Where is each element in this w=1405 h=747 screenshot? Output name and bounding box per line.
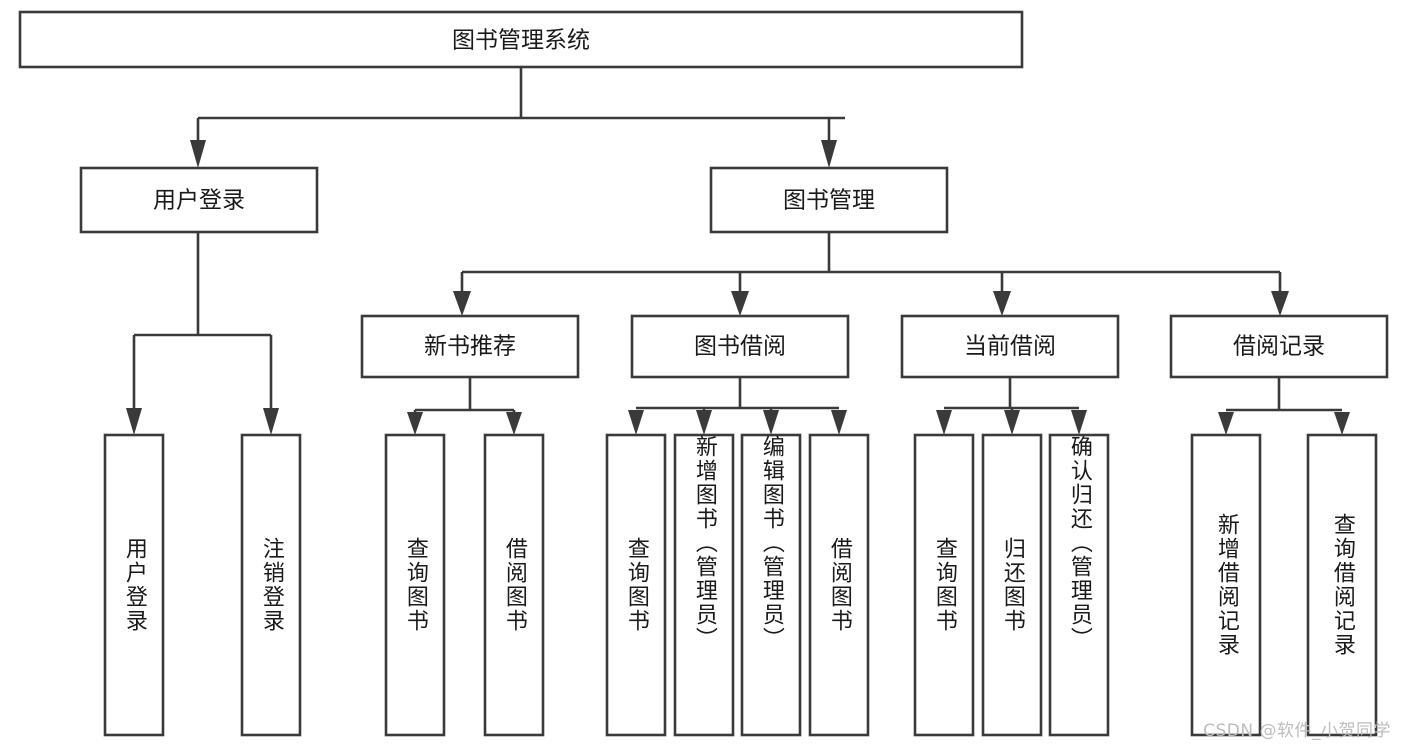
leaf-box-cb-query-book[interactable] (913, 433, 975, 737)
leaf-box-cb-return-book[interactable] (981, 433, 1043, 737)
node-new-book-recommend-label: 新书推荐 (424, 334, 516, 360)
leaf-box-bb-query-book[interactable] (605, 433, 667, 737)
node-new-book-recommend[interactable]: 新书推荐 (360, 314, 580, 379)
leaf-box-user-login[interactable] (103, 433, 165, 737)
node-borrow-record-label: 借阅记录 (1233, 334, 1325, 360)
arrow-head-leaf-logout (263, 408, 279, 435)
arrow-head-book-borrow (731, 291, 749, 316)
arrow-head-bb-leaf-1 (628, 410, 644, 435)
leaf-box-bb-borrow-book[interactable] (808, 433, 870, 737)
arrow-head-new-book (453, 291, 471, 316)
leaf-box-logout[interactable] (240, 433, 302, 737)
arrow-head-cb-leaf-3 (1071, 410, 1087, 435)
connector-group-new-book (407, 377, 522, 435)
node-book-manage[interactable]: 图书管理 (709, 166, 949, 234)
arrow-head-bb-leaf-3 (763, 410, 779, 435)
node-book-manage-label: 图书管理 (783, 188, 875, 214)
arrow-head-cb-leaf-2 (1004, 410, 1020, 435)
arrow-head-current-borrow (993, 291, 1011, 316)
arrow-head-book-manage (821, 140, 837, 168)
arrow-head-cb-leaf-1 (936, 410, 952, 435)
leaf-box-nb-borrow-book[interactable] (483, 433, 545, 737)
node-root-label: 图书管理系统 (452, 28, 590, 54)
leaf-box-br-add-record[interactable] (1190, 433, 1262, 737)
connector-group-root (190, 67, 845, 168)
arrow-head-nb-leaf-2 (506, 412, 522, 435)
arrow-head-leaf-user-login (126, 408, 142, 435)
connector-group-borrow-record (1218, 377, 1350, 435)
leaf-box-nb-query-book[interactable] (384, 433, 446, 737)
connector-group-current-borrow (936, 377, 1087, 435)
watermark: CSDN @软件_小贺同学 (1203, 721, 1391, 741)
connector-group-user-login (126, 232, 279, 435)
node-user-login[interactable]: 用户登录 (79, 166, 319, 234)
arrow-head-nb-leaf-1 (407, 412, 423, 435)
node-new-book-recommend-box[interactable] (360, 314, 580, 379)
arrow-head-bb-leaf-2 (696, 410, 712, 435)
node-borrow-record[interactable]: 借阅记录 (1169, 314, 1389, 379)
node-current-borrow-label: 当前借阅 (964, 334, 1056, 360)
node-book-borrow[interactable]: 图书借阅 (630, 314, 850, 379)
arrow-head-user-login (190, 140, 206, 168)
leaf-box-br-query-record[interactable] (1306, 433, 1378, 737)
node-root-box[interactable] (18, 10, 1024, 69)
leaf-box-cb-confirm-return[interactable] (1048, 433, 1110, 737)
arrow-head-br-leaf-2 (1334, 412, 1350, 435)
leaf-box-bb-edit-book[interactable] (740, 433, 802, 737)
node-book-borrow-box[interactable] (630, 314, 850, 379)
node-root[interactable]: 图书管理系统 (18, 10, 1024, 69)
connector-group-book-manage (453, 232, 1289, 316)
arrow-head-br-leaf-1 (1218, 412, 1234, 435)
node-current-borrow[interactable]: 当前借阅 (900, 314, 1120, 379)
node-book-borrow-label: 图书借阅 (694, 334, 786, 360)
node-user-login-box[interactable] (79, 166, 319, 234)
connector-group-book-borrow (628, 377, 847, 435)
node-book-manage-box[interactable] (709, 166, 949, 234)
arrow-head-bb-leaf-4 (831, 410, 847, 435)
node-current-borrow-box[interactable] (900, 314, 1120, 379)
arrow-head-borrow-record (1271, 291, 1289, 316)
leaf-box-bb-add-book[interactable] (673, 433, 735, 737)
node-borrow-record-box[interactable] (1169, 314, 1389, 379)
node-user-login-label: 用户登录 (153, 188, 245, 214)
